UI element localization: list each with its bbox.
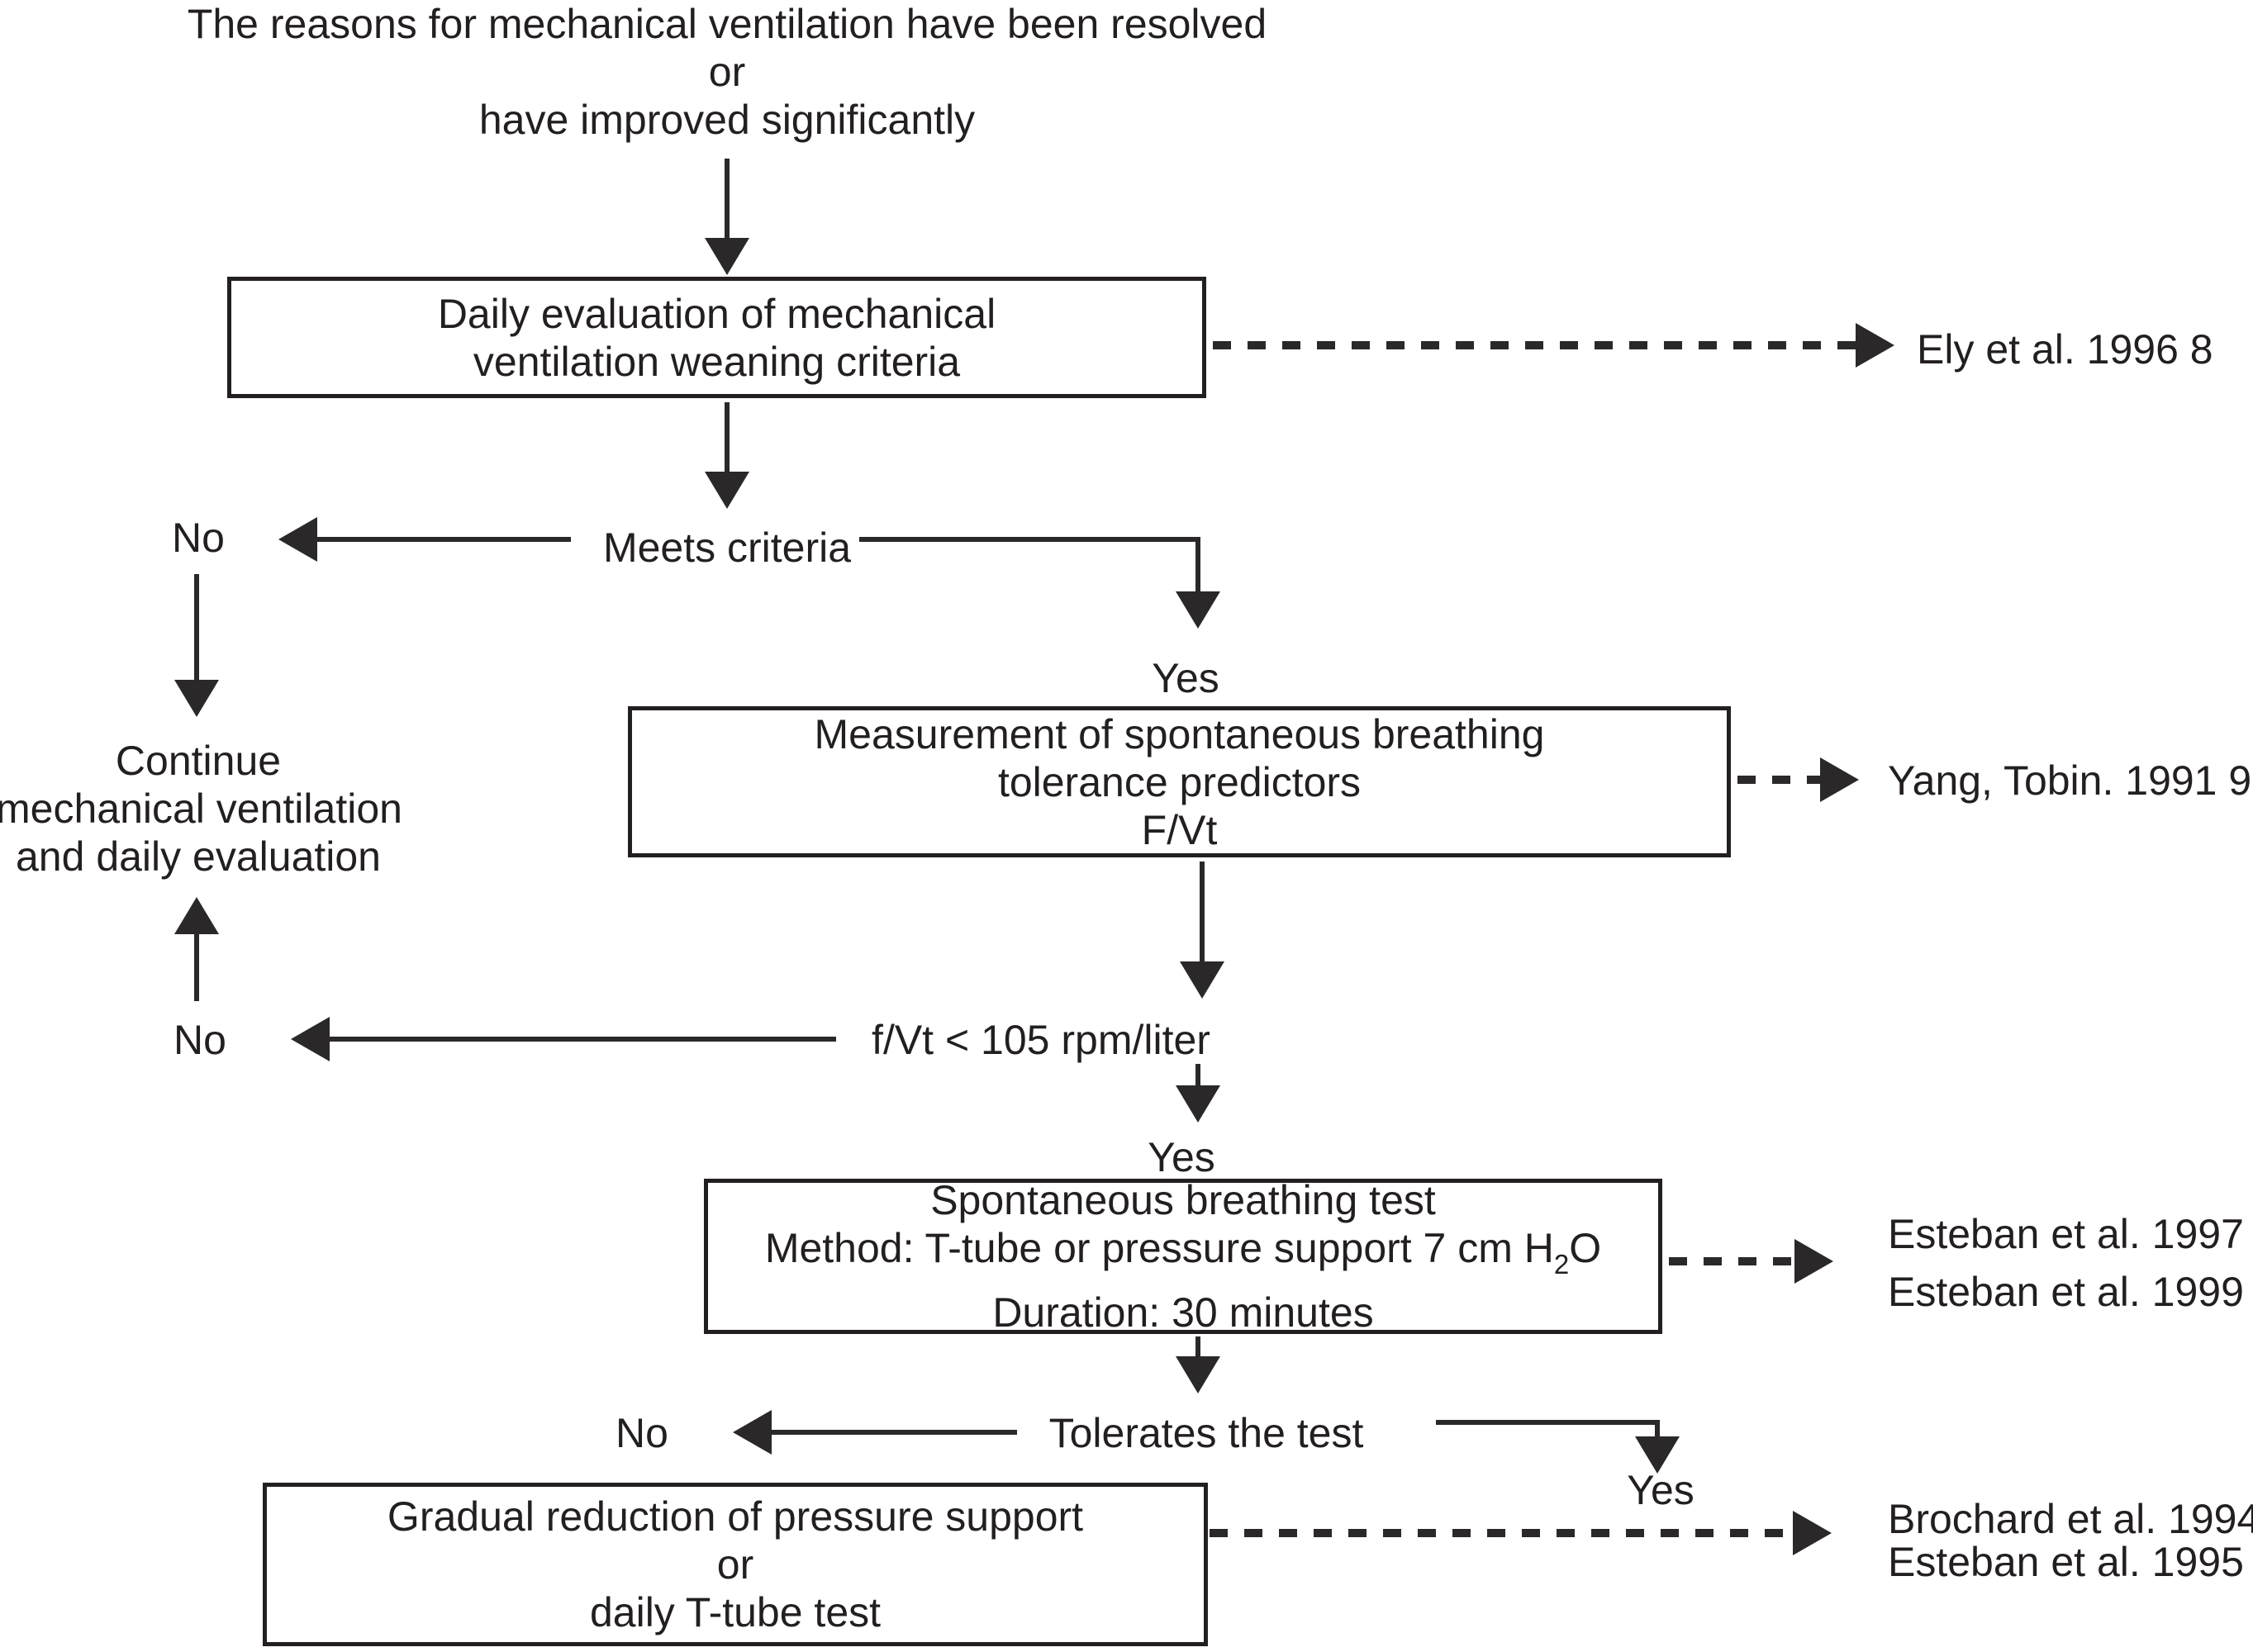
arrowhead-right-icon <box>1794 1239 1833 1284</box>
reference-yang: Yang, Tobin. 1991 9 <box>1888 757 2252 804</box>
box-spontaneous-breathing-test: Spontaneous breathing test Method: T-tub… <box>704 1177 1662 1336</box>
arrowhead-down-icon <box>1176 1085 1220 1123</box>
edge-label-yes-2: Yes <box>1148 1134 1215 1180</box>
dashed-edge-to-brochard-references <box>1210 1529 1793 1537</box>
box-measurement-predictors: Measurement of spontaneous breathing tol… <box>628 706 1731 857</box>
arrowhead-right-icon <box>1856 323 1894 368</box>
arrowhead-down-icon <box>1635 1436 1680 1474</box>
box-daily-evaluation-line-2: ventilation weaning criteria <box>473 338 961 385</box>
reference-esteban-1995: Esteban et al. 1995 13 <box>1888 1539 2253 1585</box>
arrowhead-up-icon <box>174 897 219 934</box>
edge-meets-criteria-yes-horizontal <box>859 537 1200 542</box>
decision-meets-criteria: Meets criteria <box>602 525 852 571</box>
edge-tolerates-yes-vertical <box>1655 1420 1660 1440</box>
intro-line-2: or <box>708 49 746 95</box>
reference-ely: Ely et al. 1996 8 <box>1917 326 2213 373</box>
arrowhead-down-icon <box>1176 1356 1220 1393</box>
dashed-edge-to-yang-reference <box>1737 776 1820 784</box>
box-sbt-line-3: Duration: 30 minutes <box>992 1289 1374 1336</box>
reference-brochard-1994: Brochard et al. 1994 12 <box>1888 1496 2253 1542</box>
box-sbt-line-1: Spontaneous breathing test <box>930 1177 1436 1223</box>
edge-intro-to-daily-eval <box>725 159 730 240</box>
continue-line-2: mechanical ventilation <box>0 786 402 832</box>
edge-no2-to-continue <box>194 932 199 1001</box>
continue-line-3: and daily evaluation <box>16 833 381 880</box>
arrowhead-left-icon <box>278 517 317 562</box>
reference-esteban-1997: Esteban et al. 1997 10 <box>1888 1211 2253 1257</box>
edge-tolerates-no <box>769 1430 1017 1435</box>
edge-fvt-yes <box>1195 1064 1200 1089</box>
edge-label-yes-3: Yes <box>1627 1467 1695 1513</box>
edge-meets-criteria-yes-vertical <box>1195 537 1200 595</box>
edge-no-to-continue <box>194 574 199 683</box>
box-gradual-line-2: or <box>716 1541 754 1588</box>
arrowhead-down-icon <box>705 472 749 509</box>
node-continue-ventilation: Continue mechanical ventilation and dail… <box>0 737 402 881</box>
reference-esteban-1999: Esteban et al. 1999 11 <box>1888 1269 2253 1315</box>
edge-measurement-to-fvt <box>1200 862 1205 965</box>
box-gradual-line-3: daily T-tube test <box>589 1589 882 1635</box>
edge-label-no-3: No <box>616 1410 668 1456</box>
box-measurement-line-2: tolerance predictors <box>997 758 1362 805</box>
edge-label-no-2: No <box>173 1017 226 1063</box>
edge-label-yes-1: Yes <box>1152 655 1219 701</box>
box-sbt-line-2: Method: T-tube or pressure support 7 cm … <box>765 1224 1601 1289</box>
edge-meets-criteria-no <box>315 537 571 542</box>
box-gradual-line-1: Gradual reduction of pressure support <box>387 1493 1084 1540</box>
edge-fvt-no <box>327 1037 836 1042</box>
box-daily-evaluation: Daily evaluation of mechanical ventilati… <box>227 277 1206 398</box>
edge-daily-eval-to-meets-criteria <box>725 402 730 475</box>
sbt-h2o-subscript: 2 <box>1553 1249 1570 1279</box>
dashed-edge-to-esteban-references <box>1669 1257 1794 1265</box>
arrowhead-left-icon <box>291 1017 330 1061</box>
decision-fvt-threshold: f/Vt < 105 rpm/liter <box>872 1017 1210 1063</box>
arrowhead-left-icon <box>733 1410 772 1455</box>
box-measurement-line-3: F/Vt <box>1141 806 1218 853</box>
sbt-h2o-oxygen: O <box>1569 1225 1602 1271</box>
arrowhead-down-icon <box>1180 961 1224 999</box>
intro-statement: The reasons for mechanical ventilation h… <box>149 0 1305 144</box>
intro-line-3: have improved significantly <box>478 97 976 143</box>
edge-tolerates-yes-horizontal <box>1436 1420 1660 1425</box>
box-daily-evaluation-line-1: Daily evaluation of mechanical <box>437 290 996 337</box>
arrowhead-right-icon <box>1793 1511 1832 1555</box>
continue-line-1: Continue <box>115 738 282 784</box>
arrowhead-down-icon <box>705 238 749 275</box>
edge-label-no-1: No <box>172 515 225 561</box>
intro-line-1: The reasons for mechanical ventilation h… <box>187 1 1267 47</box>
edge-sbt-to-tolerates <box>1195 1336 1200 1360</box>
box-measurement-line-1: Measurement of spontaneous breathing <box>814 710 1545 757</box>
decision-tolerates-test: Tolerates the test <box>1048 1410 1364 1456</box>
arrowhead-down-icon <box>174 680 219 717</box>
sbt-method-text: Method: T-tube or pressure support 7 cm … <box>764 1225 1554 1271</box>
box-gradual-reduction: Gradual reduction of pressure support or… <box>263 1483 1208 1646</box>
arrowhead-right-icon <box>1820 757 1859 802</box>
arrowhead-down-icon <box>1176 591 1220 629</box>
dashed-edge-to-ely-reference <box>1213 341 1856 349</box>
